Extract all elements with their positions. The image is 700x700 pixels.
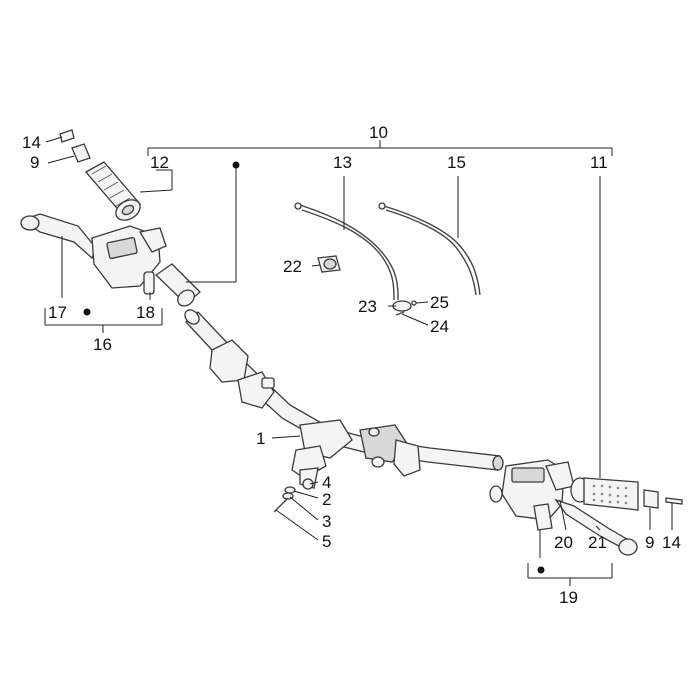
screws-2-5 [273, 478, 314, 513]
label-part-19: 19 [559, 588, 578, 607]
part-labels: 10 12 13 15 11 14 9 22 23 25 24 17 18 16… [22, 123, 681, 607]
right-brake-assembly [489, 459, 638, 556]
label-part-24: 24 [430, 317, 449, 336]
marker-dot-16 [83, 308, 91, 316]
marker-dot-19 [537, 566, 545, 574]
label-part-14-right: 14 [662, 533, 681, 552]
label-part-16: 16 [93, 335, 112, 354]
label-part-10: 10 [369, 123, 388, 142]
label-part-4: 4 [322, 473, 331, 492]
bracket-16 [44, 308, 163, 333]
label-part-22: 22 [283, 257, 302, 276]
handlebar [184, 309, 504, 489]
marker-dot-12-tube [232, 161, 240, 169]
label-part-2: 2 [322, 490, 331, 509]
label-part-13: 13 [333, 153, 352, 172]
left-grip-assembly [59, 129, 142, 221]
clip-22 [317, 255, 341, 273]
leader-lines [45, 136, 673, 558]
left-brake-assembly [20, 213, 167, 295]
label-part-15: 15 [447, 153, 466, 172]
label-part-21: 21 [588, 533, 607, 552]
right-grip-assembly [570, 477, 683, 511]
label-part-11: 11 [590, 153, 608, 172]
label-part-14-left: 14 [22, 133, 41, 152]
cable-15 [378, 202, 481, 296]
label-part-23: 23 [358, 297, 377, 316]
bracket-10 [147, 140, 613, 156]
label-part-20: 20 [554, 533, 573, 552]
label-part-18: 18 [136, 303, 155, 322]
label-part-1: 1 [256, 429, 265, 448]
bracket-19 [527, 563, 613, 586]
label-part-12: 12 [150, 153, 169, 172]
label-part-5: 5 [322, 532, 331, 551]
label-part-9-right: 9 [645, 533, 654, 552]
clamp-23-25 [392, 300, 417, 316]
label-part-3: 3 [322, 512, 331, 531]
label-part-25: 25 [430, 293, 449, 312]
left-throttle-tube [154, 263, 201, 307]
cable-13 [294, 202, 399, 301]
label-part-9-left: 9 [30, 153, 39, 172]
label-part-17: 17 [48, 303, 67, 322]
